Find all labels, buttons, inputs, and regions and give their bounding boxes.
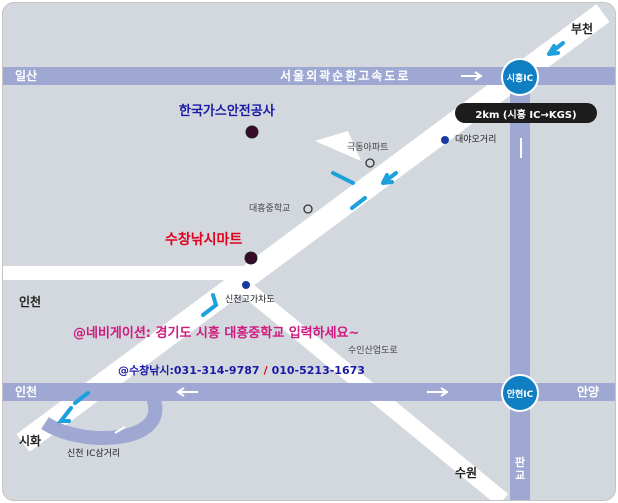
cloverleaf-loop (41, 395, 163, 445)
arrow-icon (427, 387, 449, 397)
kgs-label: 한국가스안전공사 (179, 104, 275, 119)
contact-line: @수창낚시:031-314-9787/010-5213-1673 (118, 365, 365, 376)
city-ilsan: 일산 (15, 69, 38, 83)
shop-marker (244, 251, 258, 265)
phone-primary: :031-314-9787 (169, 364, 260, 377)
school-label: 대흥중학교 (249, 204, 291, 214)
shop-label: 수창낚시마트 (165, 232, 243, 248)
arrow-icon (73, 391, 90, 405)
city-incheon-road: 인천 (15, 385, 38, 399)
navigation-instruction: @네비게이션: 경기도 시흥 대흥중학교 입력하세요~ (73, 326, 360, 341)
arrow-icon (331, 171, 355, 185)
apartment-marker (365, 158, 375, 168)
expressway-label: 서울외곽순환고속도로 (280, 69, 411, 83)
city-siheung: 시화 (19, 434, 42, 448)
phone-separator: / (263, 364, 268, 377)
expressway-top (3, 67, 615, 85)
overpass-marker (242, 281, 250, 289)
contact-label: @수창낚시 (118, 364, 170, 377)
arrow-icon (114, 426, 126, 434)
arrow-icon (56, 406, 73, 423)
arrow-icon (461, 71, 483, 81)
arrow-icon (201, 293, 219, 317)
arrow-icon (176, 387, 198, 397)
city-suwon: 수원 (455, 466, 478, 480)
city-anyang: 안양 (577, 385, 600, 399)
arrow-icon (547, 41, 565, 56)
arrow-icon (381, 171, 398, 185)
ramp-area (315, 131, 361, 161)
daeya-marker (441, 136, 449, 144)
suin-road-label: 수인산업도로 (348, 346, 398, 356)
city-incheon: 인천 (19, 295, 42, 309)
kgs-marker (245, 125, 259, 139)
pangyo-label: 판교 (514, 456, 526, 482)
distance-note: 2km (시흥 IC→KGS) (455, 103, 597, 123)
daeya-label: 대야오거리 (455, 135, 497, 145)
overpass-label: 신천고가차도 (225, 295, 275, 305)
arrow-icon (350, 196, 367, 210)
expressway-bottom (3, 383, 615, 401)
anhyeon-ic-badge: 안현IC (501, 374, 539, 412)
apartment-label: 극동아파트 (347, 143, 389, 153)
city-bucheon: 부천 (571, 22, 594, 36)
junction-label: 신천 IC삼거리 (67, 449, 121, 459)
phone-secondary: 010-5213-1673 (271, 364, 365, 377)
siheung-ic-badge: 시흥IC (501, 58, 539, 96)
school-marker (303, 204, 313, 214)
